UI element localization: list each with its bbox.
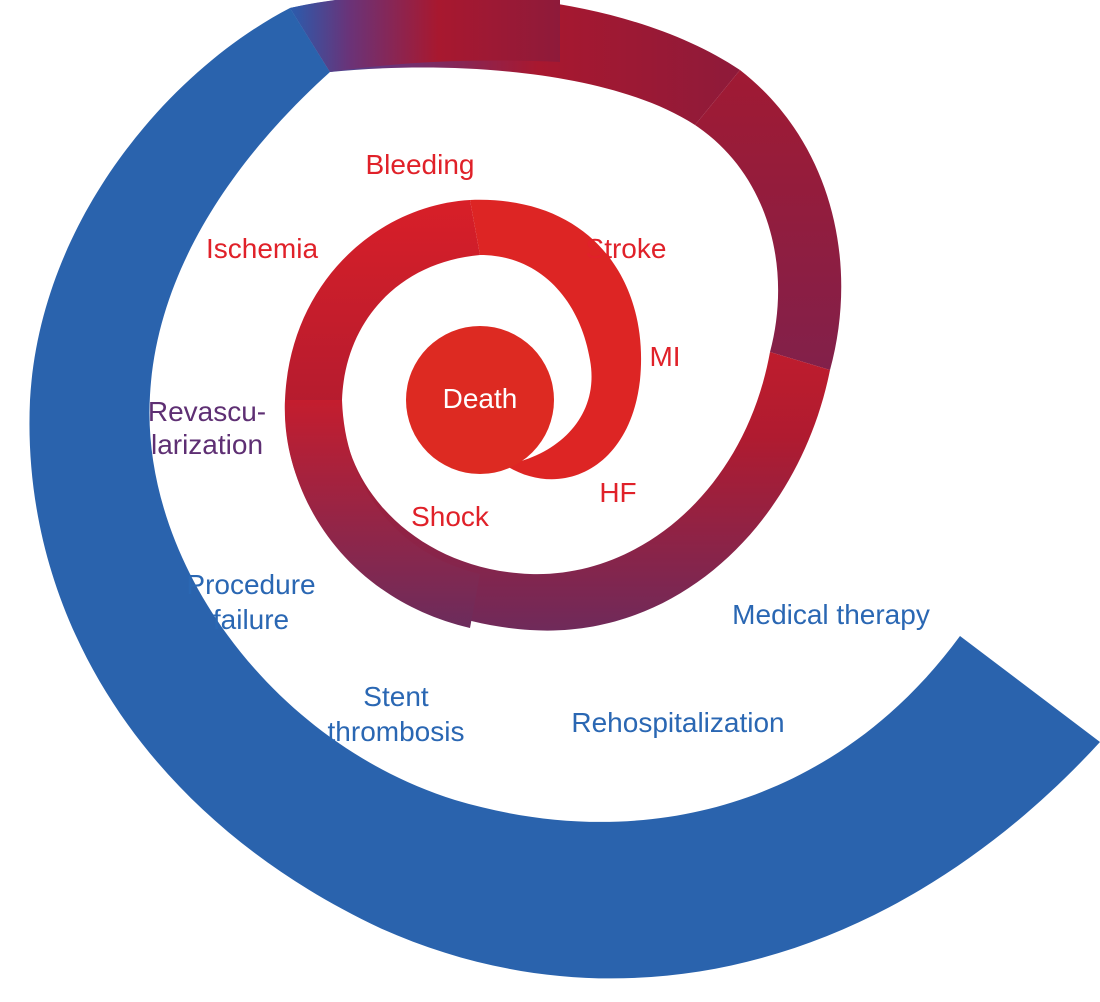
label-shock: Shock [411, 501, 489, 532]
label-bleeding: Bleeding [365, 149, 475, 180]
label-death: Death [442, 383, 518, 414]
label-stent-thrombosis-line1: Stent [363, 681, 429, 712]
middle-ring-left [284, 400, 480, 628]
outer-band-top-fill [290, 0, 560, 72]
label-mi: MI [649, 341, 681, 372]
label-medical-therapy: Medical therapy [732, 599, 930, 630]
middle-ring [284, 200, 830, 631]
label-ischemia: Ischemia [205, 233, 319, 264]
label-rehospitalization: Rehospitalization [571, 707, 785, 738]
outer-band-blue [29, 8, 1100, 979]
label-revascularization-line1: Revascu- [147, 396, 267, 427]
label-procedure-failure-line2: failure [212, 604, 290, 635]
label-revascularization-line2: larization [150, 429, 264, 460]
outer-band-right [695, 70, 842, 370]
inner-spiral [470, 199, 642, 480]
label-hf: HF [599, 477, 637, 508]
label-stroke: Stroke [585, 233, 667, 264]
death-core [406, 326, 554, 474]
label-procedure-failure-line1: Procedure [186, 569, 316, 600]
label-stent-thrombosis-line2: thrombosis [327, 716, 465, 747]
